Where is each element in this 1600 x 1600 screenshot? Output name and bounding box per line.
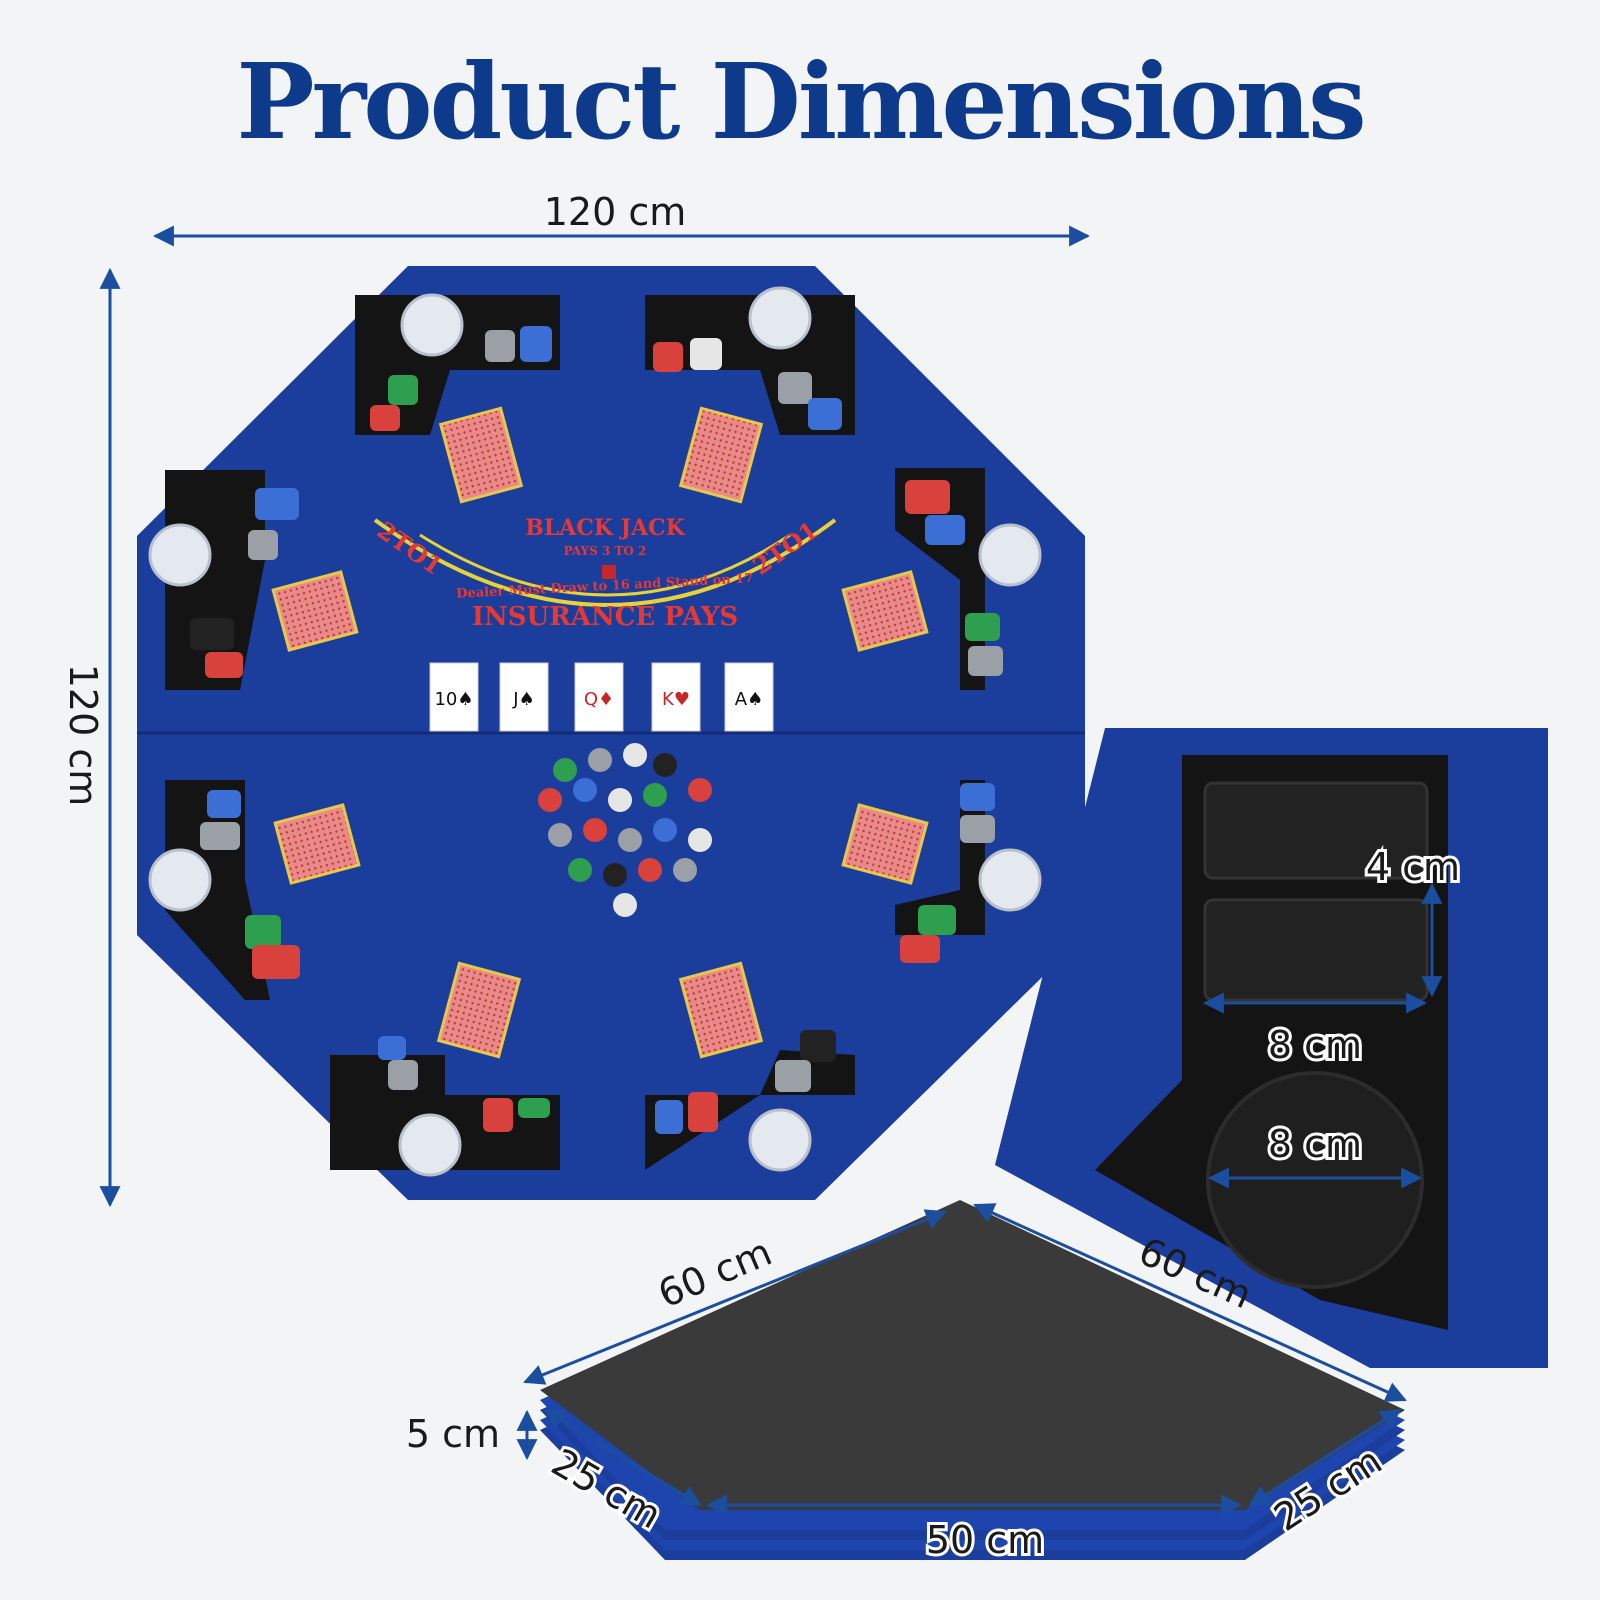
holder-bottom-left	[330, 1055, 560, 1170]
blackjack-text: BLACK JACK	[525, 515, 685, 541]
cup-icon	[748, 286, 812, 350]
card-back	[438, 406, 524, 504]
card-back	[841, 803, 929, 885]
playing-card-label: Q♦	[584, 689, 614, 710]
cups	[148, 286, 1042, 1177]
holder-width-label: 8 cm	[1268, 1023, 1362, 1067]
card-back	[273, 803, 361, 885]
dice-icon	[602, 565, 616, 579]
inset-chip-slot	[1203, 898, 1429, 1002]
cup-icon	[400, 293, 464, 357]
card-back	[678, 961, 764, 1059]
panel-side-left-arrow	[523, 1209, 947, 1385]
table-height-label: 120 cm	[61, 664, 105, 807]
chip-stacks	[190, 326, 1003, 1134]
playing-card-label: A♠	[735, 689, 763, 710]
page-title: Product Dimensions	[236, 40, 1366, 163]
playing-card-label: J♠	[512, 689, 534, 710]
insurance-text: INSURANCE PAYS	[472, 602, 738, 632]
inset-chip-slot	[1203, 781, 1429, 880]
cup-icon	[398, 1113, 462, 1177]
panel-bottom-label: 50 cm	[926, 1518, 1044, 1562]
cup-icon	[978, 523, 1042, 587]
holder-depth-label: 4 cm	[1366, 845, 1460, 889]
blackjack-arc-outer	[373, 518, 837, 607]
playing-card	[724, 662, 774, 732]
folded-panel	[540, 1200, 1405, 1560]
card-back	[436, 961, 522, 1059]
table-width-label: 120 cm	[544, 190, 687, 234]
playing-card	[574, 662, 624, 732]
pays-text: PAYS 3 TO 2	[564, 544, 647, 558]
holder-left-lower	[165, 780, 270, 1000]
cup-icon	[748, 1108, 812, 1172]
card-back	[841, 570, 929, 652]
poker-table: BLACK JACK PAYS 3 TO 2 Dealer Must Draw …	[137, 266, 1085, 1200]
cup-icon	[978, 848, 1042, 912]
playing-card-label: K♥	[662, 689, 690, 710]
panel-side-right-arrow	[973, 1203, 1407, 1402]
face-down-cards	[271, 406, 929, 1059]
cup-icon	[148, 523, 212, 587]
playing-card	[429, 662, 479, 732]
cup-icon	[148, 848, 212, 912]
inset-cup-holder	[1206, 1071, 1424, 1289]
blackjack-arc-inner	[419, 533, 791, 597]
cup-diameter-label: 8 cm	[1268, 1122, 1362, 1166]
playing-card-label: 10♠	[434, 689, 473, 710]
chip-pile	[538, 743, 712, 917]
card-back	[678, 406, 764, 504]
panel-short-right-arrow	[1248, 1408, 1402, 1507]
panel-thickness-label: 5 cm	[406, 1412, 500, 1456]
community-cards: 10♠ J♠ Q♦ K♥ A♠	[429, 662, 774, 732]
playing-card	[499, 662, 549, 732]
panel-short-left-arrow	[543, 1408, 702, 1507]
playing-card	[651, 662, 701, 732]
panel-top	[540, 1200, 1405, 1510]
card-back	[271, 570, 359, 652]
